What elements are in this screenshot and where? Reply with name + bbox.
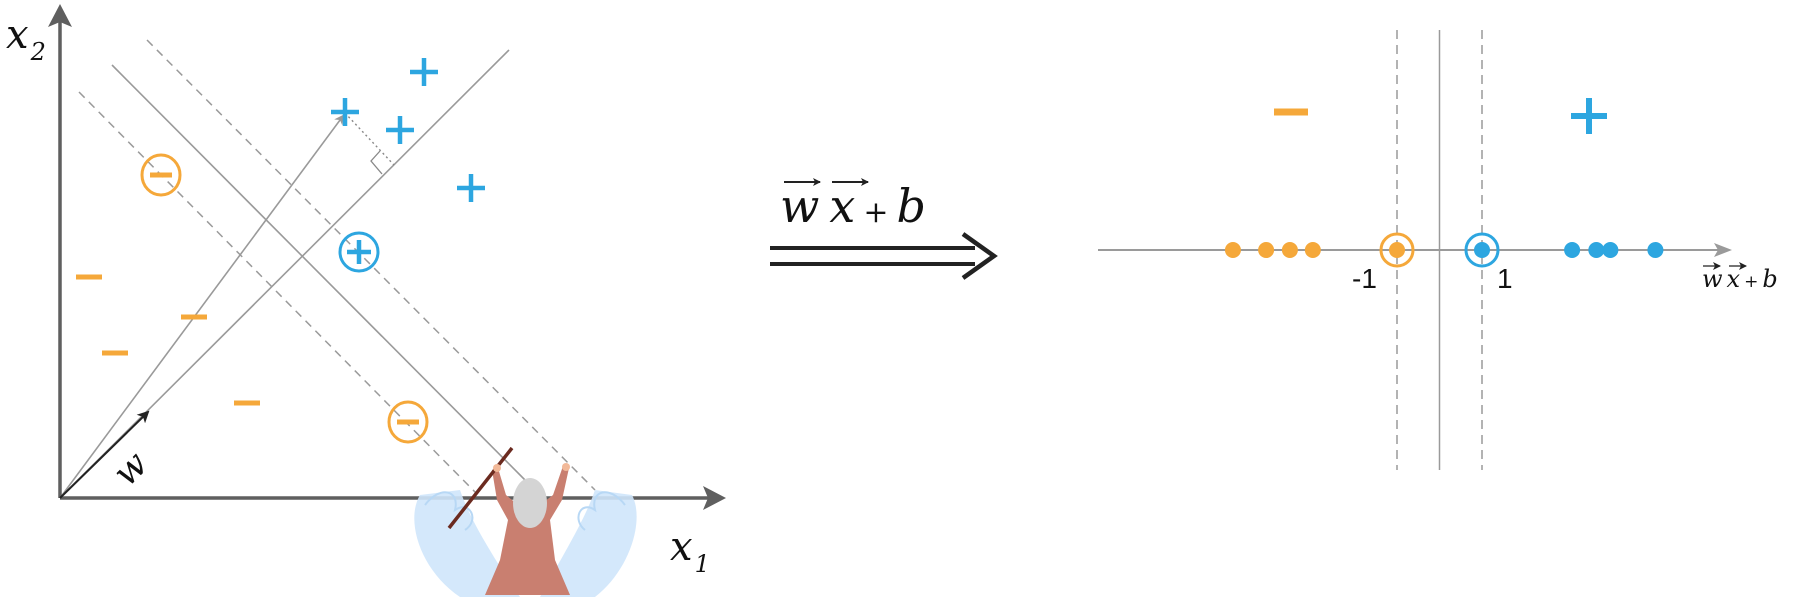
negative-point [1258, 242, 1275, 258]
positive-point [1564, 242, 1581, 258]
negative-point [1281, 242, 1298, 258]
positive-point [1647, 242, 1664, 258]
margin-line-negative [78, 91, 478, 495]
decision-boundary-line [111, 64, 527, 482]
x1-axis-label: x1 [670, 524, 710, 578]
projection-dotted-line [344, 112, 395, 166]
x1-axis-arrowhead [703, 486, 726, 510]
positive-support-vector [338, 231, 380, 273]
negative-support-vector [140, 153, 182, 197]
wizard-parting-sea-illustration [414, 446, 637, 597]
projected-points [1224, 232, 1664, 268]
right-angle-marker [370, 150, 383, 175]
positive-points [331, 58, 485, 202]
negative-support-vector [387, 400, 429, 444]
normal-line [59, 49, 510, 499]
tick-label-pos: 1 [1497, 263, 1513, 294]
positive-point [386, 116, 414, 144]
negative-points [76, 274, 260, 406]
x2-axis-label: x2 [6, 12, 46, 66]
left-feature-space-plot: x2 x1 w [6, 4, 726, 597]
weight-vector-arrow [59, 410, 150, 499]
positive-point [457, 174, 485, 202]
negative-point [1304, 242, 1321, 258]
projection-axis-arrowhead [1714, 243, 1732, 257]
positive-point [331, 98, 359, 126]
positive-point [410, 58, 438, 86]
projection-vector-arrow [59, 114, 345, 499]
negative-support-vector-ring [1379, 232, 1415, 268]
positive-support-vector-ring [1464, 232, 1500, 268]
negative-point [1224, 242, 1241, 258]
x2-axis-arrowhead [48, 4, 72, 27]
weight-vector-label: w [105, 443, 156, 494]
positive-point [1602, 242, 1619, 258]
positive-support-vector-point [1474, 242, 1490, 258]
margin-line-positive [146, 39, 596, 491]
tick-label-neg: -1 [1352, 263, 1377, 294]
positive-region-symbol [1571, 98, 1607, 134]
positive-point [1588, 242, 1605, 258]
negative-support-vector-point [1389, 242, 1405, 258]
